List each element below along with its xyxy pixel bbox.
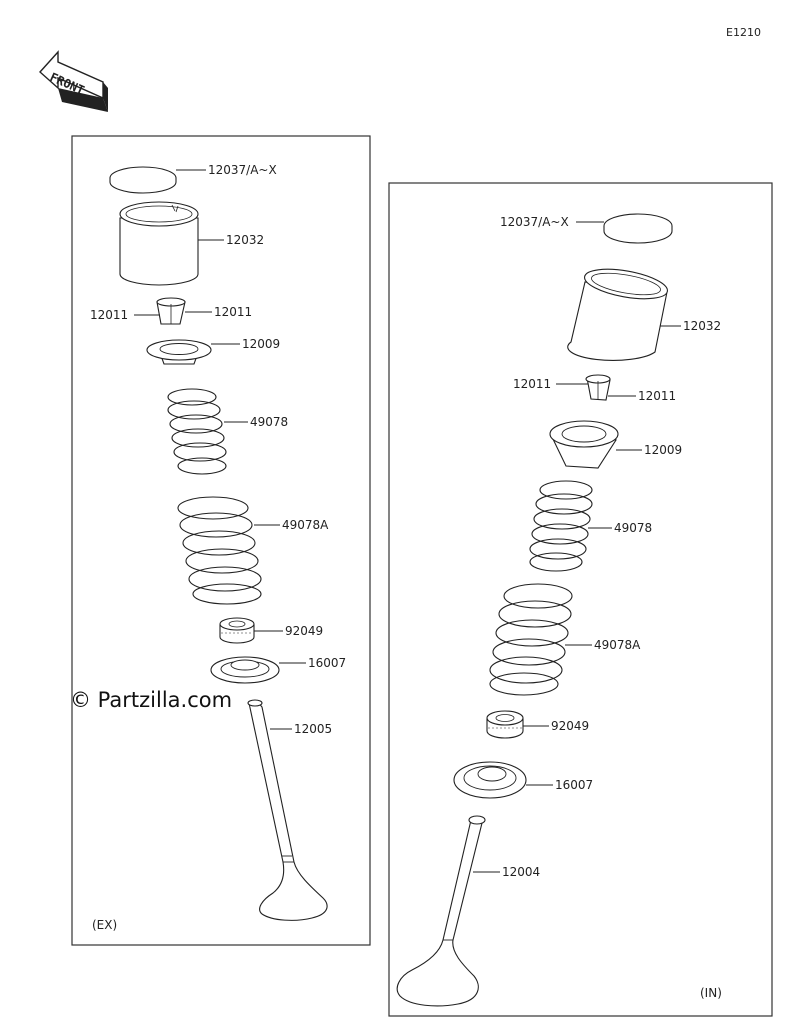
diagram-code: E1210 [726,26,761,39]
spring-seat-part [210,656,280,684]
ex-lifter-label: 12032 [226,233,264,247]
in-valve-label: 12004 [502,865,540,879]
exhaust-panel: 12037/A~X 12032 12011 12011 12009 [71,135,371,946]
collet-part [585,374,611,401]
shim-part [603,213,673,244]
ex-stem-seal-label: 92049 [285,624,323,638]
stem-seal-part [219,617,255,644]
in-spring-seat-label: 16007 [555,778,593,792]
inner-spring-part [167,388,227,475]
in-panel-tag: (IN) [700,986,722,1000]
intake-panel: 12037/A~X 12032 12011 12011 12009 [388,182,773,1017]
valve-part [396,815,486,1007]
in-collet-left-label: 12011 [513,377,551,391]
outer-spring-part [489,583,573,696]
retainer-part [549,420,619,469]
collet-part [156,297,186,325]
in-collet-right-label: 12011 [638,389,676,403]
in-shim-label: 12037/A~X [500,215,569,229]
ex-collet-left-label: 12011 [90,308,128,322]
inner-spring-part [529,480,593,572]
ex-shim-label: 12037/A~X [208,163,277,177]
lifter-part [567,268,668,361]
in-retainer-label: 12009 [644,443,682,457]
ex-valve-label: 12005 [294,722,332,736]
valve-part [247,699,328,921]
in-lifter-label: 12032 [683,319,721,333]
ex-outer-spring-label: 49078A [282,518,329,532]
in-stem-seal-label: 92049 [551,719,589,733]
lifter-part [119,201,199,286]
shim-part [109,166,177,194]
spring-seat-part [453,761,527,799]
ex-panel-tag: (EX) [92,918,117,932]
outer-spring-part [177,496,262,605]
ex-retainer-label: 12009 [242,337,280,351]
retainer-part [146,339,212,365]
stem-seal-part [486,710,524,739]
front-arrow-icon: FRONT [39,50,108,112]
ex-spring-seat-label: 16007 [308,656,346,670]
watermark: © Partzilla.com [70,688,232,712]
ex-inner-spring-label: 49078 [250,415,288,429]
ex-collet-right-label: 12011 [214,305,252,319]
in-outer-spring-label: 49078A [594,638,641,652]
in-inner-spring-label: 49078 [614,521,652,535]
